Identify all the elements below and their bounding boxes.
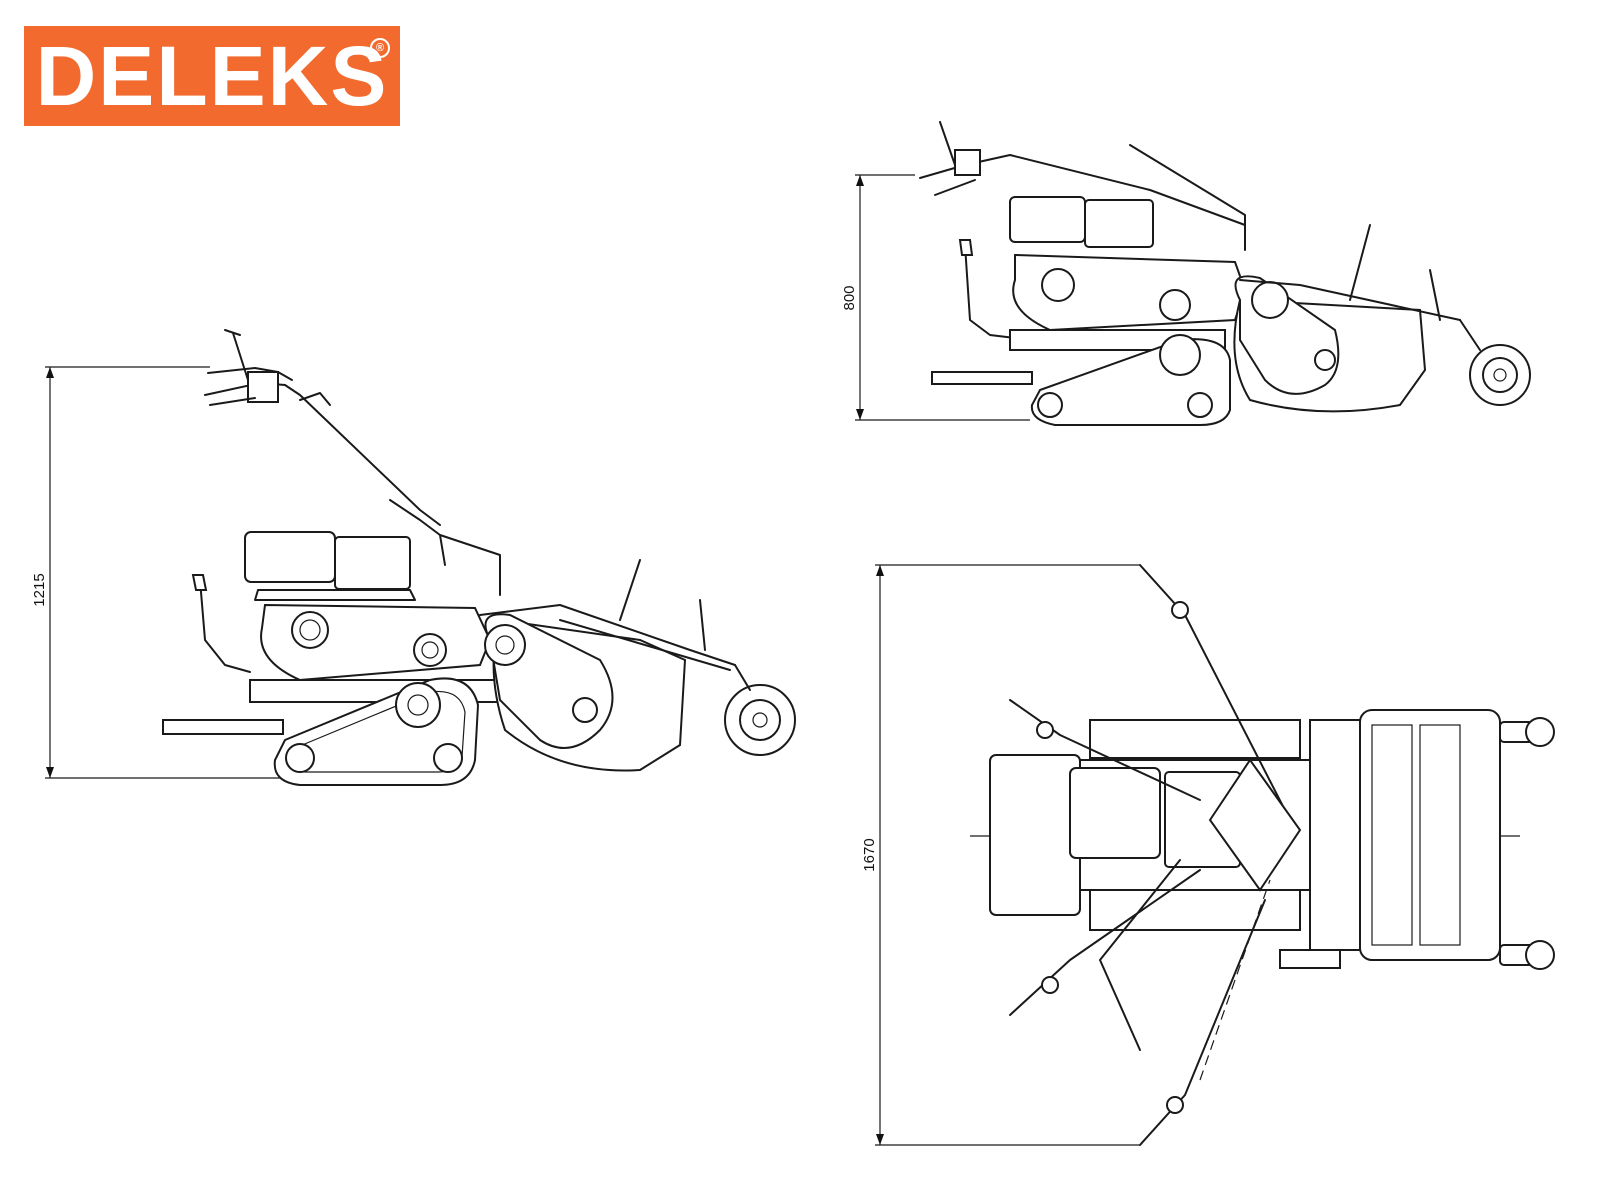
- dimension-1670: 1670: [861, 564, 1140, 1146]
- top-view-machine: 1670: [861, 564, 1555, 1146]
- dim-label-1215: 1215: [31, 573, 48, 606]
- dimension-800: 800: [841, 174, 1030, 421]
- dimension-1215: 1215: [31, 366, 300, 779]
- dim-label-1670: 1670: [861, 838, 878, 871]
- brand-name: DELEKS: [35, 29, 389, 123]
- registered-mark: ®: [370, 38, 390, 58]
- brand-logo: DELEKS ®: [24, 26, 400, 126]
- side-view-machine: 1215: [31, 329, 796, 786]
- compact-view-machine: 800: [841, 121, 1531, 426]
- dim-label-800: 800: [841, 285, 858, 310]
